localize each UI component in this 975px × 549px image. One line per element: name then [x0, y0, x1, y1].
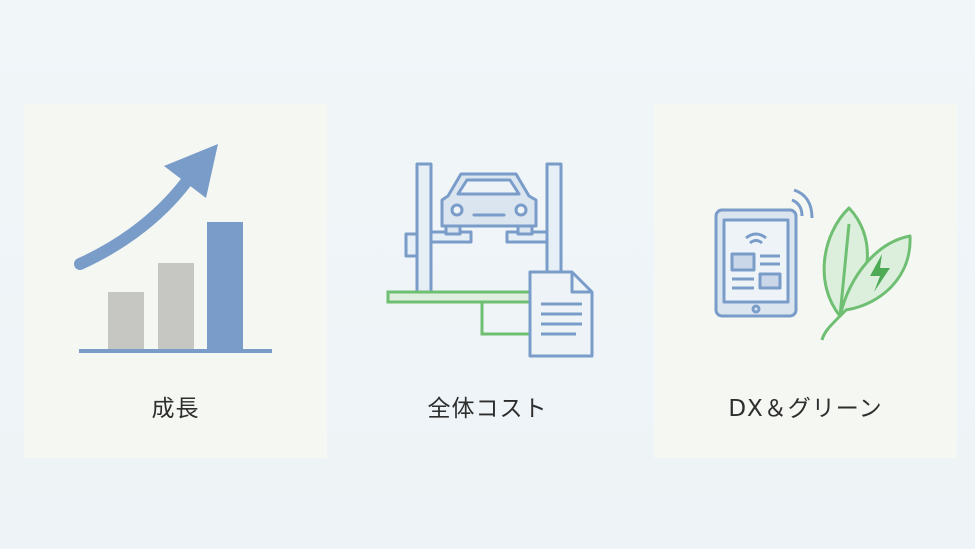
car-wheel-right: [516, 224, 534, 236]
lift-pillar-left: [415, 162, 433, 294]
card-total-cost: 全体コスト: [336, 104, 639, 458]
trend-arrow-shaft: [74, 168, 198, 270]
tablet-button: [751, 304, 761, 314]
connector-line: [480, 302, 530, 336]
screen-image: [730, 252, 756, 272]
tablet-leaf-icon: [714, 188, 912, 341]
car-headlight-left: [450, 203, 464, 217]
signal-arc: [793, 188, 814, 219]
document-fold: [570, 272, 592, 294]
card-label-growth: 成長: [151, 396, 200, 422]
leaf-stem: [820, 312, 844, 341]
card-growth: 成長: [24, 104, 327, 458]
bar-small: [108, 292, 144, 351]
card-label-total-cost: 全体コスト: [427, 396, 548, 422]
car-lift-cost-icon: [386, 162, 594, 358]
car-headlight-right: [514, 203, 528, 217]
car-wheel-left: [444, 224, 462, 236]
wifi-arc: [749, 239, 763, 245]
screen-block: [758, 272, 782, 290]
car-windshield: [456, 178, 521, 196]
bar-medium: [158, 263, 194, 351]
card-label-dx-green: DX＆グリーン: [728, 396, 883, 422]
wifi-icon: [745, 232, 767, 240]
signal-icon: [791, 198, 804, 217]
growth-chart-icon: [74, 144, 272, 353]
lightning-icon: [870, 254, 890, 292]
leaf-vein: [838, 223, 851, 317]
card-dx-green: DX＆グリーン: [654, 104, 957, 458]
bar-large: [207, 222, 243, 351]
trend-arrow-head: [164, 144, 218, 198]
lift-pillar-right: [545, 162, 563, 276]
lift-motor: [404, 232, 419, 258]
lift-platform: [386, 290, 532, 304]
